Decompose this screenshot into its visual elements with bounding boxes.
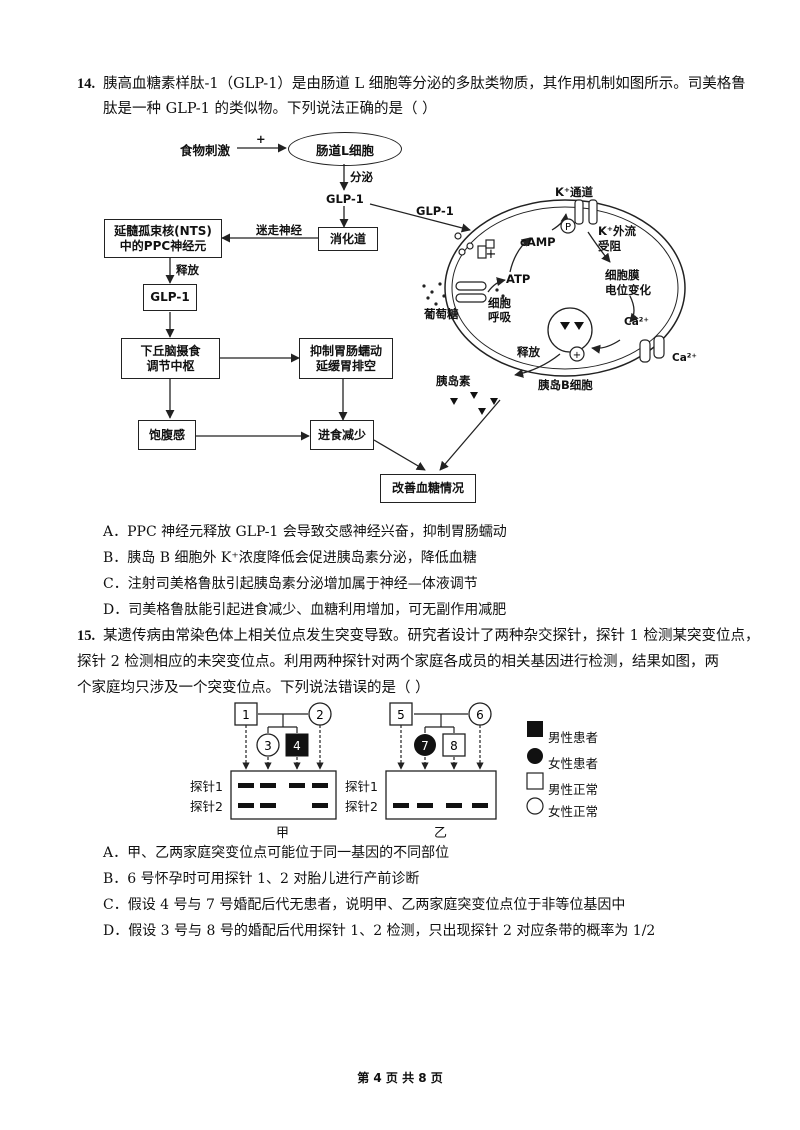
q15-option-c: C．假设 4 号与 7 号婚配后代无患者，说明甲、乙两家庭突变位点位于非等位基因… [103, 897, 626, 913]
q15-number: 15. [77, 628, 96, 644]
resp-line2: 呼吸 [488, 310, 511, 324]
release2-label: 释放 [517, 345, 540, 359]
glucose-label: 葡萄糖 [424, 307, 459, 321]
person-2: 2 [316, 708, 324, 722]
family-b-probe1: 探针1 [345, 779, 378, 794]
improve-glucose-box: 改善血糖情况 [380, 474, 476, 503]
legend-male-normal: 男性正常 [548, 782, 599, 797]
q14-option-c: C．注射司美格鲁肽引起胰岛素分泌增加属于神经—体液调节 [103, 576, 478, 592]
q14-option-b: B．胰岛 B 细胞外 K⁺浓度降低会促进胰岛素分泌，降低血糖 [103, 550, 477, 566]
person-5: 5 [397, 708, 405, 722]
respiration-label: 细胞 呼吸 [488, 296, 511, 324]
membrane-label: 细胞膜 电位变化 [605, 268, 651, 298]
inhibit-line2: 延缓胃排空 [315, 358, 376, 373]
hypothalamus-line2: 调节中枢 [146, 358, 195, 373]
food-stimulus-label: 食物刺激 [180, 143, 231, 158]
ca-outside-label: Ca²⁺ [672, 352, 697, 364]
inhibit-box: 抑制胃肠蠕动 延缓胃排空 [299, 338, 393, 379]
page-footer: 第 4 页 共 8 页 [357, 1071, 443, 1085]
k-efflux-line2: 受阻 [598, 239, 621, 253]
q14-option-a: A．PPC 神经元释放 GLP-1 会导致交感神经兴奋，抑制胃肠蠕动 [103, 524, 507, 540]
nts-box: 延髓孤束核(NTS) 中的PPC神经元 [104, 219, 222, 258]
membrane-line1: 细胞膜 [605, 268, 640, 282]
glp1-right-label: GLP-1 [416, 204, 454, 218]
l-cell-ellipse: 肠道L细胞 [288, 132, 402, 166]
camp-label: cAMP [520, 235, 556, 249]
ca-inside-label: Ca²⁺ [624, 316, 649, 328]
satiety-box: 饱腹感 [138, 420, 196, 450]
q15-option-b: B．6 号怀孕时可用探针 1、2 对胎儿进行产前诊断 [103, 871, 420, 887]
q14-stem-line1: 胰高血糖素样肽-1（GLP-1）是由肠道 L 细胞等分泌的多肽类物质，其作用机制… [103, 76, 746, 92]
nts-line1: 延髓孤束核(NTS) [114, 223, 212, 238]
k-efflux-line1: K⁺外流 [598, 224, 636, 238]
q15-stem-line3: 个家庭均只涉及一个突变位点。下列说法错误的是（ ） [77, 680, 430, 696]
legend-male-patient: 男性患者 [548, 730, 599, 745]
q15-option-a: A．甲、乙两家庭突变位点可能位于同一基因的不同部位 [103, 845, 450, 861]
membrane-line2: 电位变化 [605, 283, 651, 297]
q14-option-d: D．司美格鲁肽能引起进食减少、血糖利用增加，可无副作用减肥 [103, 602, 507, 618]
q15-option-d: D．假设 3 号与 8 号的婚配后代用探针 1、2 检测，只出现探针 2 对应条… [103, 923, 656, 939]
q15-stem-line1: 某遗传病由常染色体上相关位点发生突变导致。研究者设计了两种杂交探针，探针 1 检… [103, 628, 760, 644]
insulin-label: 胰岛素 [436, 374, 471, 388]
person-6: 6 [476, 708, 484, 722]
plus-sign: + [256, 132, 266, 146]
legend-female-patient: 女性患者 [548, 756, 599, 771]
person-7: 7 [421, 739, 429, 753]
person-4: 4 [293, 739, 301, 753]
person-3: 3 [264, 739, 272, 753]
k-channel-label: K⁺通道 [555, 185, 593, 199]
release-label: 释放 [176, 263, 199, 277]
q14-stem-line2: 肽是一种 GLP-1 的类似物。下列说法正确的是（ ） [103, 101, 437, 117]
resp-line1: 细胞 [488, 296, 511, 310]
vagus-label: 迷走神经 [256, 223, 302, 237]
glp1-label: GLP-1 [326, 192, 364, 206]
hypothalamus-box: 下丘脑摄食 调节中枢 [121, 338, 220, 379]
person-8: 8 [450, 739, 458, 753]
svg-text:+: + [573, 350, 581, 361]
nts-line2: 中的PPC神经元 [119, 238, 207, 253]
q15-stem-line2: 探针 2 检测相应的未突变位点。利用两种探针对两个家庭各成员的相关基因进行检测，… [77, 654, 719, 670]
svg-text:+: + [486, 247, 497, 262]
family-b-label: 乙 [434, 826, 448, 841]
q15-diagram: 1 2 3 4 5 6 7 8 [230, 702, 544, 820]
atp-label: ATP [506, 272, 531, 286]
person-1: 1 [242, 708, 250, 722]
secrete-label: 分泌 [350, 170, 373, 184]
reduced-intake-box: 进食减少 [310, 420, 374, 450]
inhibit-line1: 抑制胃肠蠕动 [309, 343, 382, 358]
glp1-box: GLP-1 [143, 284, 197, 311]
family-a-probe2: 探针2 [190, 799, 223, 814]
svg-text:P: P [565, 222, 571, 233]
family-a-label: 甲 [276, 826, 290, 841]
q14-number: 14. [77, 76, 96, 92]
digestive-tract-box: 消化道 [318, 227, 378, 251]
q14-diagram-lines: P + + [165, 143, 686, 471]
k-efflux-label: K⁺外流 受阻 [598, 224, 636, 254]
hypothalamus-line1: 下丘脑摄食 [140, 343, 201, 358]
family-b-probe2: 探针2 [345, 799, 378, 814]
b-cell-label: 胰岛B细胞 [538, 378, 593, 392]
legend-female-normal: 女性正常 [548, 804, 599, 819]
family-a-probe1: 探针1 [190, 779, 223, 794]
